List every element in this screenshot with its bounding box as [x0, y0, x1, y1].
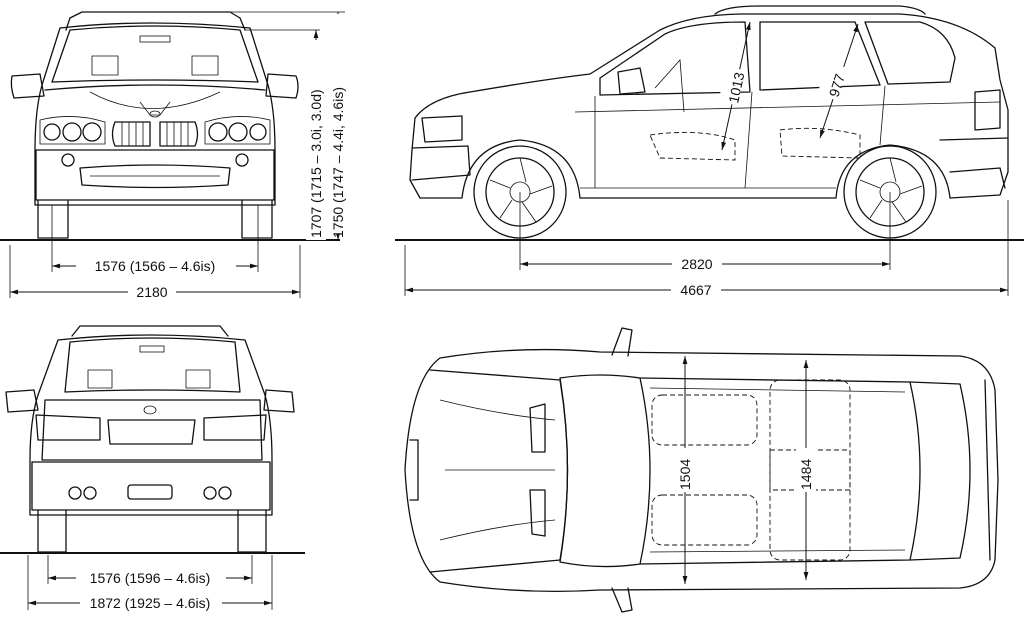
rear-width-label: 1872 (1925 – 4.6is) — [90, 595, 211, 611]
rear-track-label: 1576 (1596 – 4.6is) — [90, 570, 211, 586]
rear-seat-label: 977 — [826, 72, 849, 99]
front-width-label: 2180 — [136, 284, 167, 300]
front-cabin-width-label: 1504 — [677, 459, 693, 490]
wheelbase-label: 2820 — [681, 256, 712, 272]
front-view: 1576 (1566 – 4.6is) 2180 1707 (1715 – 3.… — [0, 11, 348, 301]
side-view: 1013 977 2820 4667 — [395, 5, 1024, 299]
front-height-a-label: 1707 (1715 – 3.0i, 3.0d) — [308, 89, 324, 238]
length-label: 4667 — [680, 282, 711, 298]
front-height-b-label: 1750 (1747 – 4.4i, 4.6is) — [330, 87, 346, 238]
rear-cabin-width-label: 1484 — [798, 459, 814, 490]
front-seat-label: 1013 — [725, 71, 747, 105]
top-view: 1504 1484 — [404, 327, 999, 613]
rear-view: 1576 (1596 – 4.6is) 1872 (1925 – 4.6is) — [0, 325, 305, 612]
front-track-label: 1576 (1566 – 4.6is) — [95, 258, 216, 274]
